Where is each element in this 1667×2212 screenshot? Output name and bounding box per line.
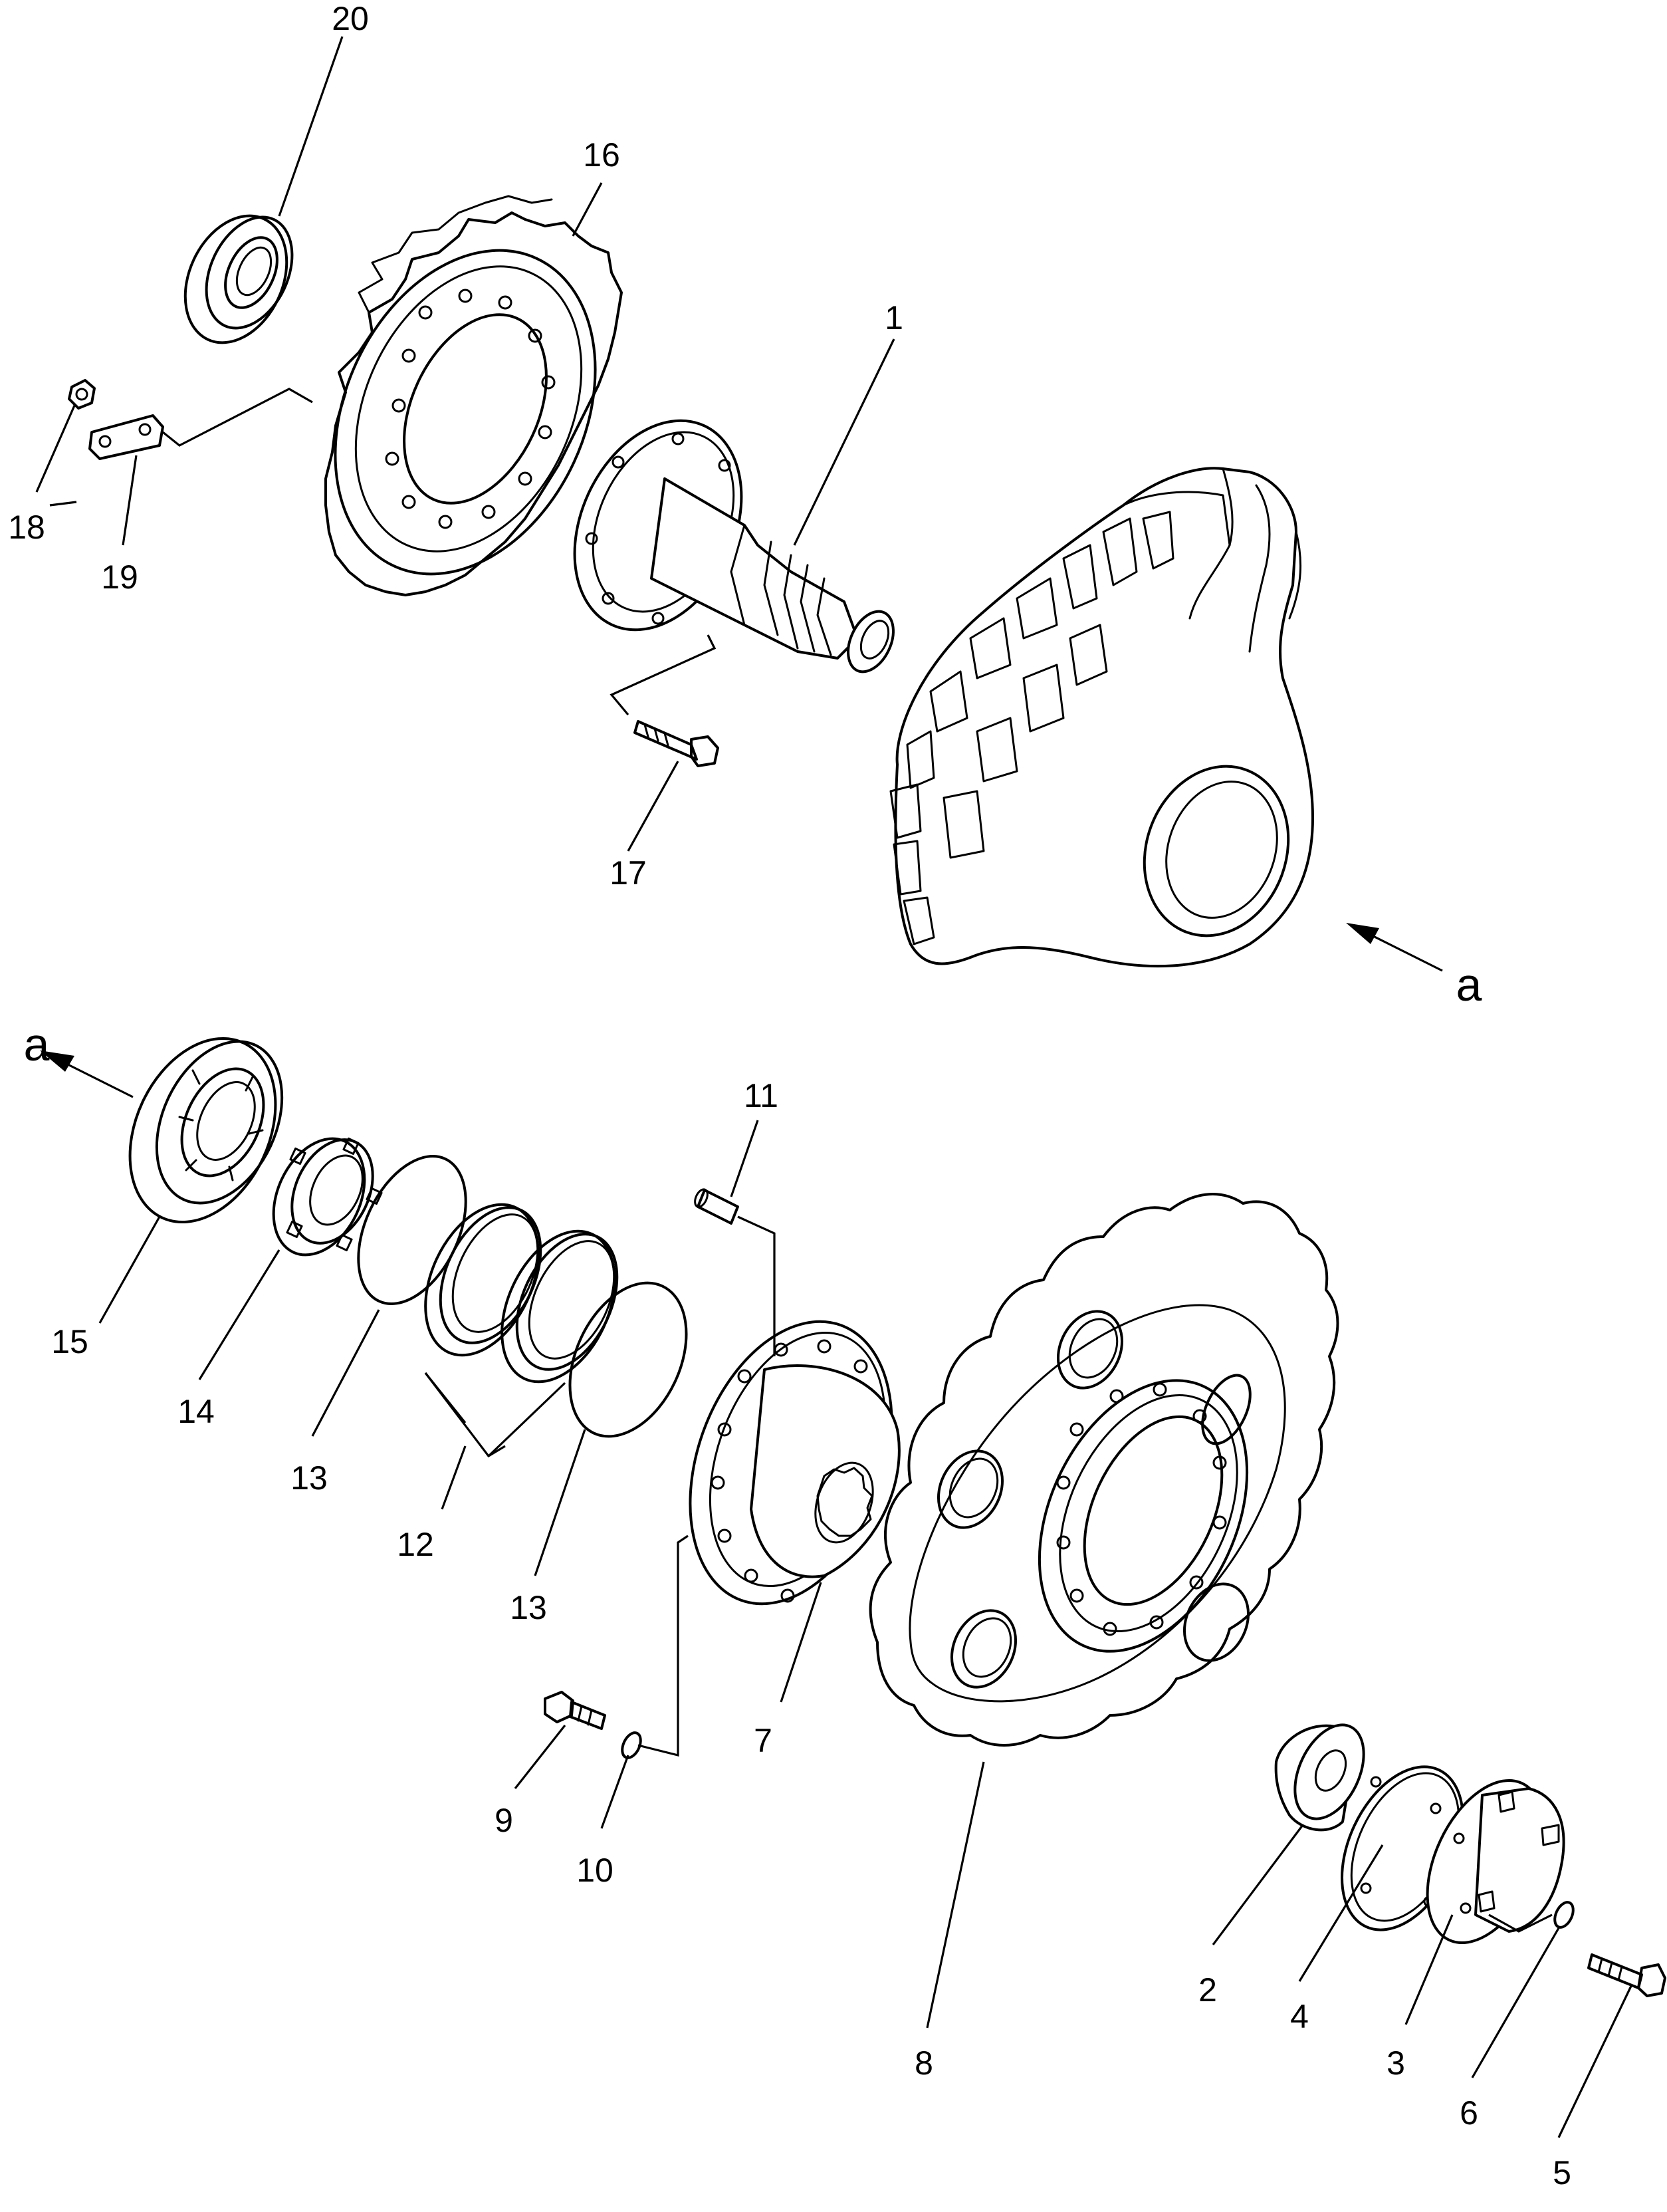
callout-20: 20: [332, 0, 369, 37]
view-ref-upper: a: [1456, 959, 1482, 1011]
part-5-bolt: [1587, 1953, 1666, 1997]
callout-14: 14: [177, 1393, 215, 1430]
callout-1: 1: [885, 299, 903, 336]
part-14-nut: [272, 1137, 383, 1257]
part-7-hub: [689, 1320, 901, 1606]
leader-lines: [35, 36, 1633, 2138]
part-19-lock-plate: [88, 414, 164, 460]
callout-13-left: 13: [290, 1459, 328, 1497]
part-20-bearing: [183, 214, 294, 344]
callout-3: 3: [1387, 2044, 1405, 2082]
part-10-washer: [621, 1731, 642, 1759]
part-1-shaft: [573, 419, 895, 674]
part-2-bushing: [1274, 1723, 1365, 1832]
view-arrow-lower: [40, 1050, 134, 1098]
callout-2: 2: [1198, 1971, 1217, 2009]
callout-11: 11: [744, 1077, 778, 1114]
part-9-bolt: [544, 1691, 606, 1730]
callout-9: 9: [495, 1802, 513, 1839]
part-8-sprocket: [869, 1193, 1339, 1747]
part-13-o-ring-right: [568, 1281, 688, 1438]
callout-18: 18: [8, 509, 45, 546]
final-drive-housing: [889, 467, 1314, 968]
view-arrow-upper: [1346, 923, 1443, 972]
callout-15: 15: [51, 1323, 88, 1360]
part-11-pin: [694, 1188, 739, 1225]
callout-13-right: 13: [510, 1589, 547, 1626]
view-ref-lower: a: [24, 1019, 50, 1070]
callout-8: 8: [915, 2044, 933, 2082]
callout-10: 10: [576, 1852, 613, 1889]
callout-17: 17: [610, 854, 647, 892]
part-17-bolt: [633, 720, 719, 767]
callout-labels: 20 16 1 18 19 17 a a 11 15 14 13 12 13 7…: [8, 0, 1571, 2191]
part-18-nut: [68, 379, 96, 410]
callout-16: 16: [583, 136, 620, 174]
part-16-gear: [324, 195, 623, 596]
callout-6: 6: [1460, 2094, 1478, 2132]
callout-12: 12: [397, 1526, 434, 1563]
callout-19: 19: [101, 558, 138, 596]
part-3-cover: [1426, 1779, 1565, 1945]
part-15-bearing: [128, 1037, 284, 1224]
part-6-washer: [1553, 1901, 1575, 1929]
callout-7: 7: [754, 1722, 772, 1759]
part-12-seal-pair: [424, 1203, 619, 1384]
callout-4: 4: [1290, 1998, 1309, 2035]
callout-5: 5: [1553, 2154, 1571, 2191]
